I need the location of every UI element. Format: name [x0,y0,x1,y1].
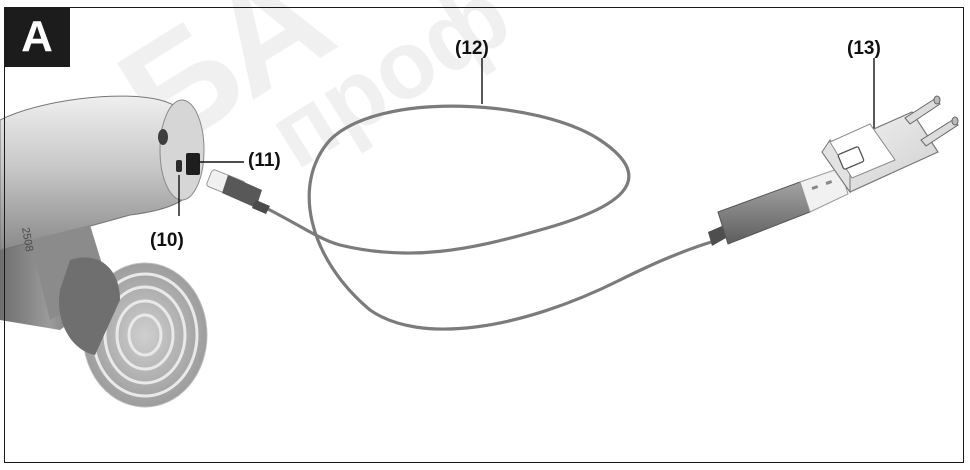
callout-11: (11) [248,150,281,171]
usb-c-plug [206,169,270,214]
figure-letter: A [4,7,70,67]
usb-a-plug [708,167,849,246]
callout-12: (12) [455,38,489,59]
device-brand-label: 2508 [19,226,35,252]
callout-13: (13) [847,38,881,59]
callout-10: (10) [150,230,184,251]
callout-lines [178,58,875,216]
power-adapter [821,95,959,194]
massage-device [0,95,208,408]
figure-frame [4,7,964,463]
usb-cable [260,104,720,331]
